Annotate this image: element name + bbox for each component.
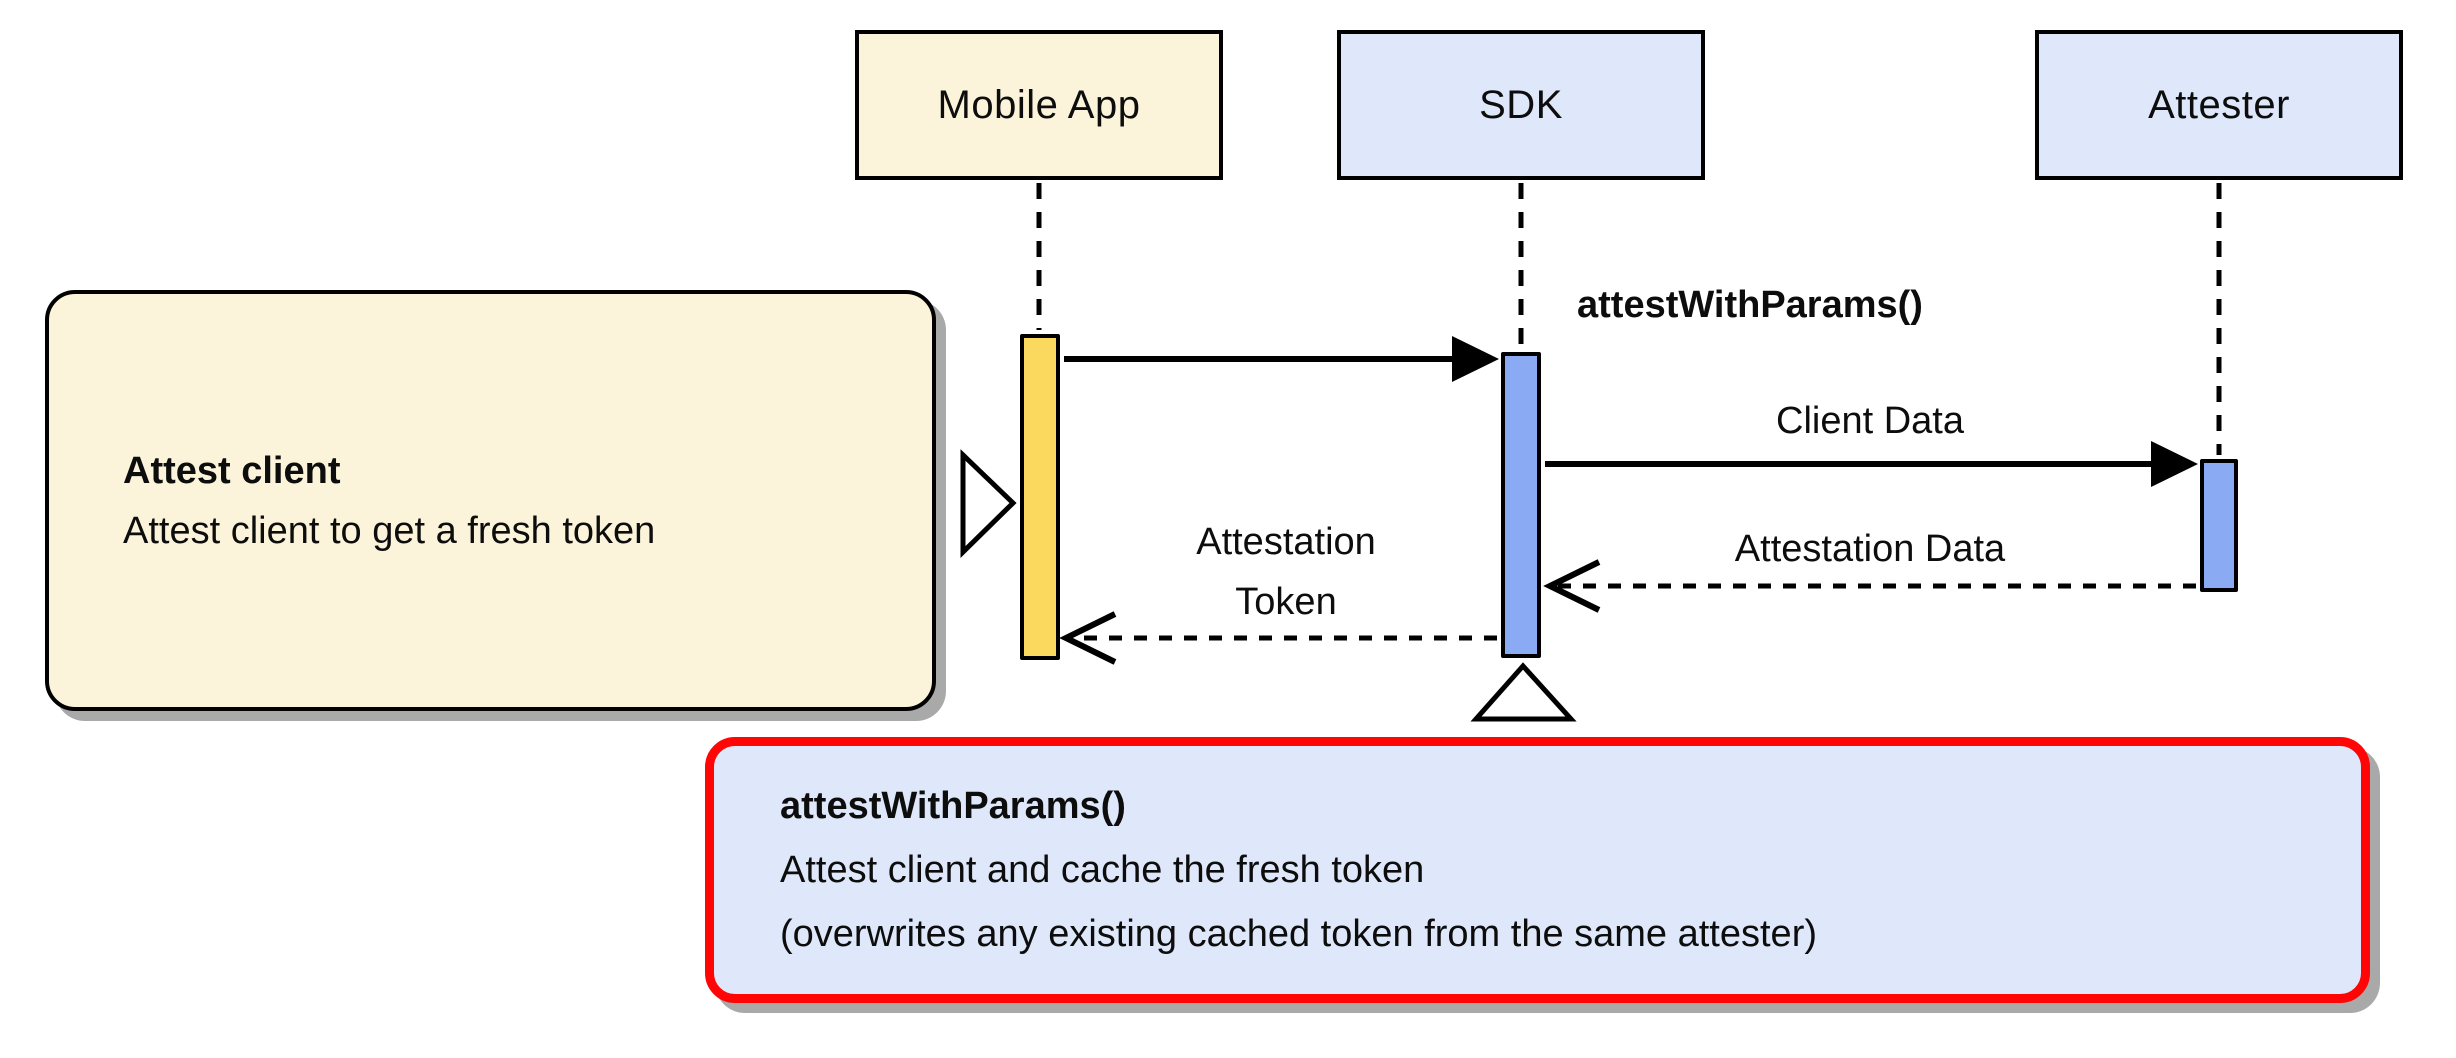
- note-attest-with-params-body-line1: Attest client and cache the fresh token: [780, 849, 1425, 891]
- actor-mobile-app: Mobile App: [855, 30, 1223, 180]
- message-label-attestation-token: Attestation Token: [1086, 512, 1486, 632]
- arrow-client-data-head: [2151, 441, 2198, 487]
- activation-bar-attester: [2200, 459, 2238, 592]
- note-attest-client-body: Attest client to get a fresh token: [123, 509, 656, 552]
- arrow-attest-call-head: [1452, 336, 1499, 382]
- message-label-attestation-data: Attestation Data: [1734, 528, 2006, 570]
- note-left-pointer-icon: [960, 449, 1017, 558]
- activation-bar-sdk: [1501, 352, 1541, 658]
- note-bottom-pointer-icon: [1470, 662, 1577, 722]
- note-attest-with-params-title: attestWithParams(): [780, 785, 1126, 827]
- arrow-attestation-data-head: [1543, 559, 1601, 613]
- note-attest-with-params-body-line2: (overwrites any existing cached token fr…: [780, 913, 1818, 955]
- activation-bar-mobile-app: [1020, 334, 1060, 660]
- actor-attester-label: Attester: [2148, 82, 2290, 127]
- actor-mobile-app-label: Mobile App: [937, 82, 1141, 127]
- actor-sdk: SDK: [1337, 30, 1705, 180]
- message-label-attest-with-params: attestWithParams(): [1577, 284, 1923, 326]
- note-attest-with-params: attestWithParams() Attest client and cac…: [705, 737, 2370, 1003]
- note-attest-client-title: Attest client: [123, 449, 341, 492]
- note-attest-client: Attest client Attest client to get a fre…: [45, 290, 936, 711]
- actor-sdk-label: SDK: [1479, 82, 1563, 127]
- message-label-client-data: Client Data: [1776, 400, 1964, 442]
- message-label-attestation-token-line2: Token: [1235, 581, 1337, 623]
- message-label-attestation-token-line1: Attestation: [1196, 521, 1376, 563]
- actor-attester: Attester: [2035, 30, 2403, 180]
